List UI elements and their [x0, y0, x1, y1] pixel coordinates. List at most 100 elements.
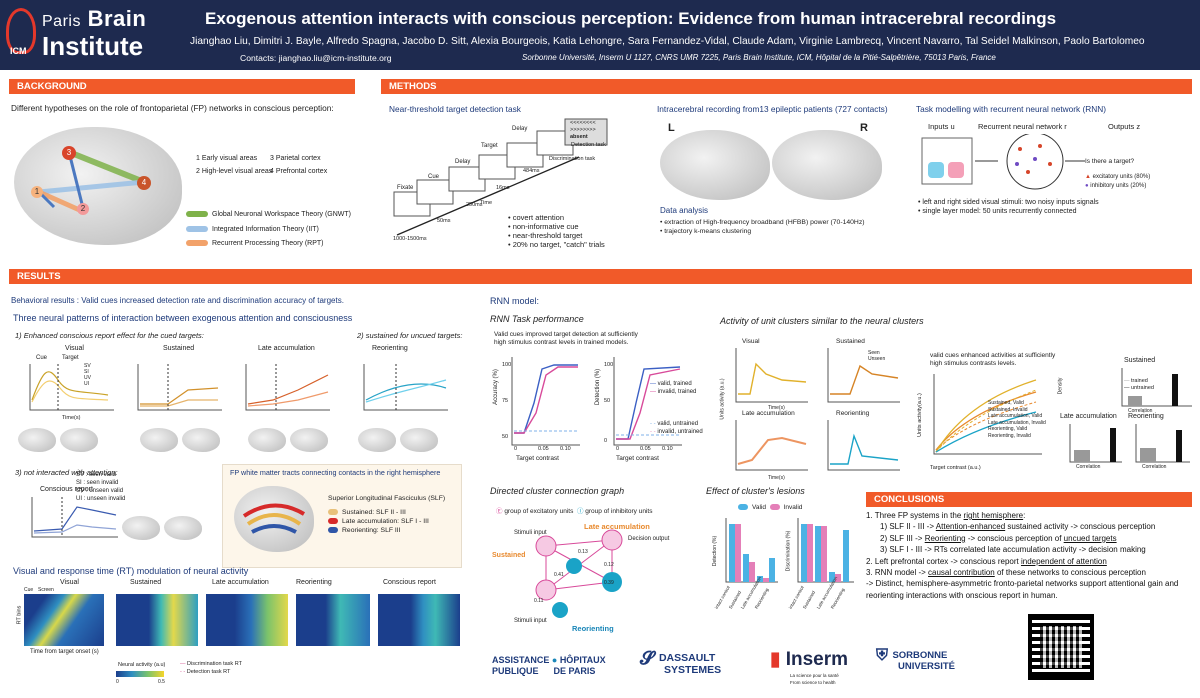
graph-label-sustained: Sustained [492, 552, 526, 559]
brain-conscious-2 [164, 516, 202, 540]
rt-heatmap-reorienting [296, 594, 370, 646]
act-xlabel-top: Time(s) [768, 405, 785, 411]
area-3-marker: 3 [62, 146, 76, 160]
area-label-1: 1 Early visual areas [196, 155, 258, 162]
lesion-title: Effect of cluster's lesions [706, 486, 805, 496]
fp-network-diagram [37, 149, 146, 215]
task-label-t5: 484ms [523, 168, 540, 174]
three-patterns-title: Three neural patterns of interaction bet… [13, 313, 353, 323]
task-label-discrimination: Discrimination task [549, 156, 596, 162]
task-label-time: Time [480, 200, 493, 206]
rt-ylabel: RT bins [16, 605, 23, 625]
methods-heading: METHODS [381, 79, 1192, 94]
tract-legend: Sustained: SLF II - III Late accumulatio… [328, 508, 429, 535]
task-label-t3: 250ms [466, 202, 483, 208]
act-panel-visual: Visual [742, 338, 760, 345]
logo-icm: ICM [10, 46, 27, 56]
activity-title: Activity of unit clusters similar to the… [720, 316, 924, 326]
brain-late-2 [290, 428, 328, 452]
panel-xlabel: Time(s) [62, 415, 81, 421]
results-heading: RESULTS [9, 269, 1192, 284]
qr-code[interactable] [1028, 614, 1094, 680]
response-box: <<<<<<<<>>>>>>>>absent [570, 120, 596, 140]
hist-xlabel-3: Correlation [1142, 464, 1167, 470]
contrast-curves-plot [933, 374, 1042, 455]
perf-xtick-010: 0.10 [560, 446, 571, 452]
area-4-marker: 4 [137, 176, 151, 190]
perf-legend-trained: — valid, trained — invalid, trained [650, 381, 697, 395]
slf-tracts [242, 503, 306, 534]
contact-email: Contacts: jianghao.liu@icm-institute.org [240, 53, 392, 63]
inserm-tagline-en: From science to health [790, 680, 836, 685]
rnn-model-title: RNN model: [490, 296, 540, 306]
graph-label-stimuli-top: Stimuli input [514, 530, 547, 536]
rnn-question: Is there a target? [1085, 158, 1135, 165]
task-label-detection: Detection task [571, 142, 606, 148]
act-ylabel: Units activity (a.u.) [719, 378, 726, 420]
rt-heatmap-conscious [378, 594, 460, 646]
analysis-bullets: • extraction of High-frequency broadband… [660, 219, 865, 235]
task-timeline-diagram [393, 118, 608, 236]
graph-legend: Ⓔ group of excitatory units Ⓘ group of i… [496, 508, 653, 515]
conscious-report-title: Conscious report [40, 486, 93, 493]
hist-title-reorienting: Reorienting [1128, 413, 1164, 420]
pattern-2-label: 2) sustained for uncued targets: [357, 331, 463, 340]
correlation-histograms [1069, 368, 1192, 463]
graph-weight-5: 0.11 [534, 598, 544, 604]
lesion-legend: Valid Invalid [738, 504, 802, 511]
conclusions-text: 1. Three FP systems in the right hemisph… [866, 511, 1179, 600]
panel-title-sustained: Sustained [163, 345, 195, 352]
rt-colorbar-min: 0 [116, 679, 119, 685]
graph-label-reorienting: Reorienting [572, 624, 614, 633]
aphp-logo: ASSISTANCE ● HÔPITAUX PUBLIQUE DE PARIS [492, 655, 606, 676]
hist-legend: — trained— untrained [1124, 378, 1154, 391]
sorbonne-logo: ⛨ SORBONNE UNIVERSITÉ [876, 647, 956, 673]
rt-colorbar-title: Neural activity (a.u) [118, 662, 166, 668]
tract-brain [234, 486, 314, 552]
right-hemisphere-brain [772, 130, 882, 200]
background-intro: Different hypotheses on the role of fron… [11, 103, 334, 113]
brain-sustained-1 [140, 428, 178, 452]
rnn-perf-title: RNN Task performance [490, 314, 584, 324]
rt-panel-late: Late accumulation [212, 579, 269, 586]
area-label-3: 3 Parietal cortex [270, 155, 321, 162]
brain-visual-2 [60, 428, 98, 452]
graph-label-stimuli-bottom: Stimuli input [514, 618, 547, 624]
lesion-ylabel-discrimination: Discrimination (%) [785, 530, 792, 572]
task-label-delay1: Delay [455, 159, 471, 165]
rnn-method-title: Task modelling with recurrent neural net… [916, 104, 1106, 114]
graph-weight-2: 0.12 [604, 562, 614, 568]
rt-legend: — Discrimination task RT - - Detection t… [180, 661, 242, 675]
brain-visual-1 [18, 428, 56, 452]
logo-line2: Institute [42, 31, 144, 61]
panel-cue-label: Cue [36, 355, 48, 361]
pattern-3-label: 3) not interacted with attention: [15, 468, 118, 477]
rt-panel-conscious: Conscious report [383, 579, 436, 586]
perf-ylabel-detection: Detection (%) [595, 368, 602, 406]
affiliation: Sorbonne Université, Inserm U 1127, CNRS… [522, 53, 996, 62]
pattern-1-label: 1) Enhanced conscious report effect for … [15, 331, 204, 340]
perf-ytick-50: 50 [502, 434, 509, 440]
rnn-perf-desc: Valid cues improved target detection at … [494, 331, 638, 346]
perf-xtick-005: 0.05 [538, 446, 549, 452]
rt-title: Visual and response time (RT) modulation… [13, 566, 249, 576]
contrast-xlabel: Target contrast (a.u.) [930, 465, 981, 471]
task-label-cue: Cue [428, 174, 440, 180]
rt-screen-label: Screen [38, 587, 54, 593]
area-label-4: 4 Prefrontal cortex [270, 168, 328, 175]
recording-title: Intracerebral recording from13 epileptic… [657, 104, 888, 114]
background-heading: BACKGROUND [9, 79, 355, 94]
rnn-network-label: Recurrent neural network r [978, 122, 1067, 131]
rt-heatmap-late [206, 594, 288, 646]
perf2-ytick-100: 100 [604, 362, 614, 368]
graph-title: Directed cluster connection graph [490, 486, 625, 496]
poster-header: ICM Paris Brain Institute Exogenous atte… [0, 0, 1200, 70]
lesion2-xtick-2: Sustained [801, 589, 817, 610]
brain-late-1 [248, 428, 286, 452]
left-hemisphere-brain [660, 130, 770, 200]
hist-title-sustained: Sustained [1124, 357, 1156, 364]
perf2-ytick-0: 0 [604, 438, 608, 444]
perf-xlabel-2: Target contrast [616, 455, 659, 462]
